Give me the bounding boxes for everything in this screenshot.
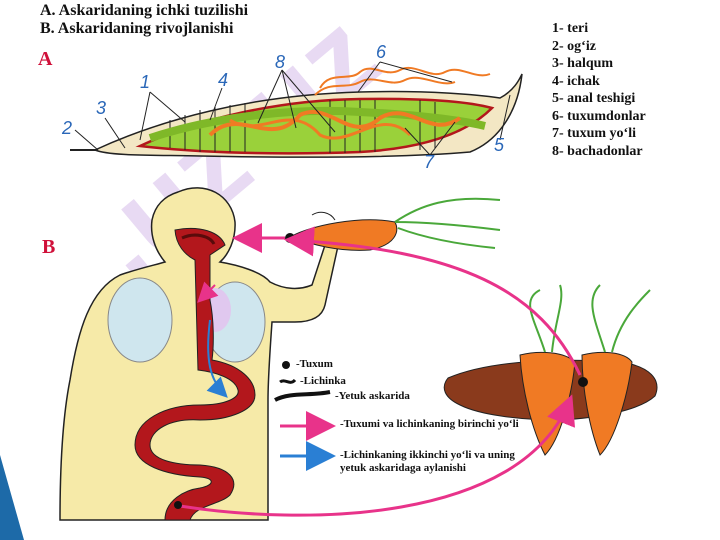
arrow-second-path — [206, 319, 228, 398]
section-label-a: A — [38, 48, 53, 70]
title-b: B. Askaridaning rivojlanishi — [40, 20, 234, 37]
arrow-return-to-soil — [179, 394, 575, 517]
legend-item: 1- teri — [552, 21, 589, 36]
legend-item: 8- bachadonlar — [552, 143, 643, 159]
callout-1: 1 — [140, 72, 151, 92]
legend-item: 3- halqum — [552, 56, 614, 71]
legend-item: 2- og‘iz — [552, 38, 596, 54]
callout-2: 2 — [62, 118, 73, 138]
legend: 1- teri 2- og‘iz 3- halqum 4- ichak 5- a… — [552, 20, 646, 160]
callout-7: 7 — [424, 152, 435, 172]
title-a: A. Askaridaning ichki tuzilishi — [40, 2, 249, 19]
legend-item: 5- anal teshigi — [552, 91, 636, 106]
human-body — [59, 187, 339, 521]
roundworm-section — [70, 67, 523, 158]
callout-3: 3 — [96, 98, 107, 118]
key-path2: -Lichinkaning ikkinchi yo‘li va uning ye… — [340, 449, 515, 474]
egg-marker — [174, 501, 182, 509]
legend-item: 4- ichak — [552, 73, 600, 89]
callout-4: 4 — [218, 70, 229, 90]
arrow-internal — [197, 281, 219, 303]
callout-8: 8 — [275, 52, 286, 72]
corner-accent — [0, 455, 24, 540]
key-adult: -Yetuk askarida — [335, 390, 410, 402]
legend-item: 7- tuxum yo‘li — [552, 126, 636, 141]
section-label-b: B — [42, 236, 56, 258]
callout-leaders — [74, 61, 511, 156]
key-larva: -Lichinka — [300, 375, 346, 387]
key-path1: -Tuxumi va lichinkaning birinchi yo‘li — [340, 418, 519, 430]
legend-item: 6- tuxumdonlar — [552, 108, 646, 124]
callout-6: 6 — [376, 42, 387, 62]
key-symbols — [274, 361, 336, 471]
arrow-first-path — [284, 226, 582, 376]
key-egg: -Tuxum — [296, 358, 333, 370]
callout-5: 5 — [494, 135, 505, 155]
